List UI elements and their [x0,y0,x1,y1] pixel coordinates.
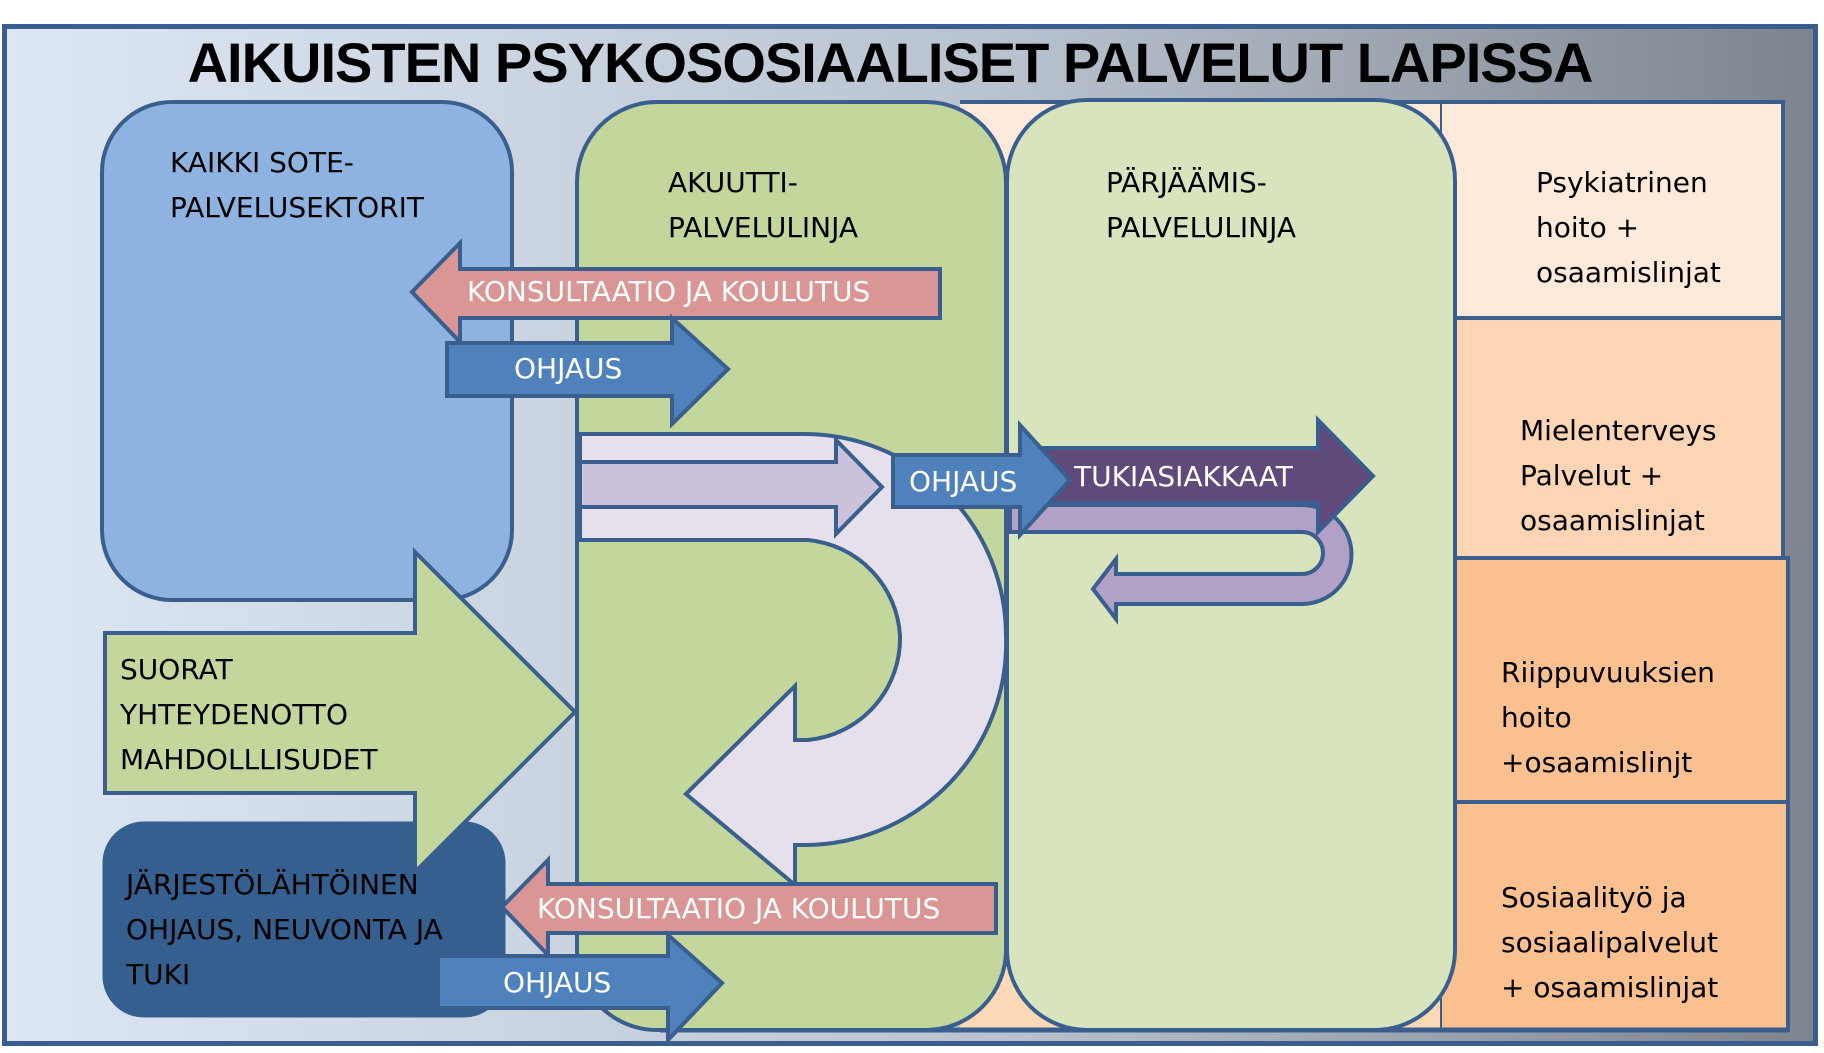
inner-forward-arrow [578,435,885,539]
ohjaus-middle-label: OHJAUS [909,465,1018,498]
akuutti-label: AKUUTTI- PALVELULINJA [668,166,859,244]
side-panel-psykiatrinen [1438,100,1785,320]
konsultaatio-top-arrow [409,238,942,347]
suorat-label: SUORAT YHTEYDENOTTO MAHDOLLLISUDET [120,653,378,776]
konsultaatio-top-label: KONSULTAATIO JA KOULUTUS [467,275,871,308]
jarjesto-label: JÄRJESTÖLÄHTÖINEN OHJAUS, NEUVONTA JA TU… [126,868,443,991]
parjaamis-label: PÄRJÄÄMIS- PALVELULINJA [1106,166,1297,244]
ohjaus-bottom-arrow [436,930,725,1046]
konsultaatio-bottom-label: KONSULTAATIO JA KOULUTUS [537,892,941,925]
sote-label: KAIKKI SOTE- PALVELUSEKTORIT [170,146,424,224]
suorat-yhteydenotto-arrow [103,547,578,877]
ohjaus-top-arrow [445,313,731,429]
tukiasiakkaat-arrow [1020,415,1376,537]
page-title: AIKUISTEN PSYKOSOSIAALISET PALVELUT LAPI… [187,31,1594,94]
u-turn-arrow [578,432,1009,890]
tukiasiakkaat-label: TUKIASIAKKAAT [1074,460,1293,493]
side-panel-mielenterveys [1438,316,1785,560]
konsultaatio-bottom-arrow [499,855,998,960]
ohjaus-bottom-label: OHJAUS [503,966,612,999]
side-panel-label-riippuvuus: Riippuvuuksien hoito +osaamislinjt [1501,656,1715,779]
side-panel-label-sosiaalityo: Sosiaalityö ja sosiaalipalvelut + osaami… [1501,881,1719,1004]
side-panel-label-psykiatrinen: Psykiatrinen hoito + osaamislinjat [1536,166,1721,289]
side-panel-label-mielenterveys: Mielenterveys Palvelut + osaamislinjat [1520,414,1717,537]
side-panel-riippuvuus [1438,556,1790,804]
parjaamis-palvelulinja-box [1005,98,1457,1032]
jarjesto-box [102,821,506,1018]
ohjaus-top-label: OHJAUS [514,352,623,385]
return-arrow [1008,503,1354,625]
ohjaus-middle-arrow [891,419,1073,541]
